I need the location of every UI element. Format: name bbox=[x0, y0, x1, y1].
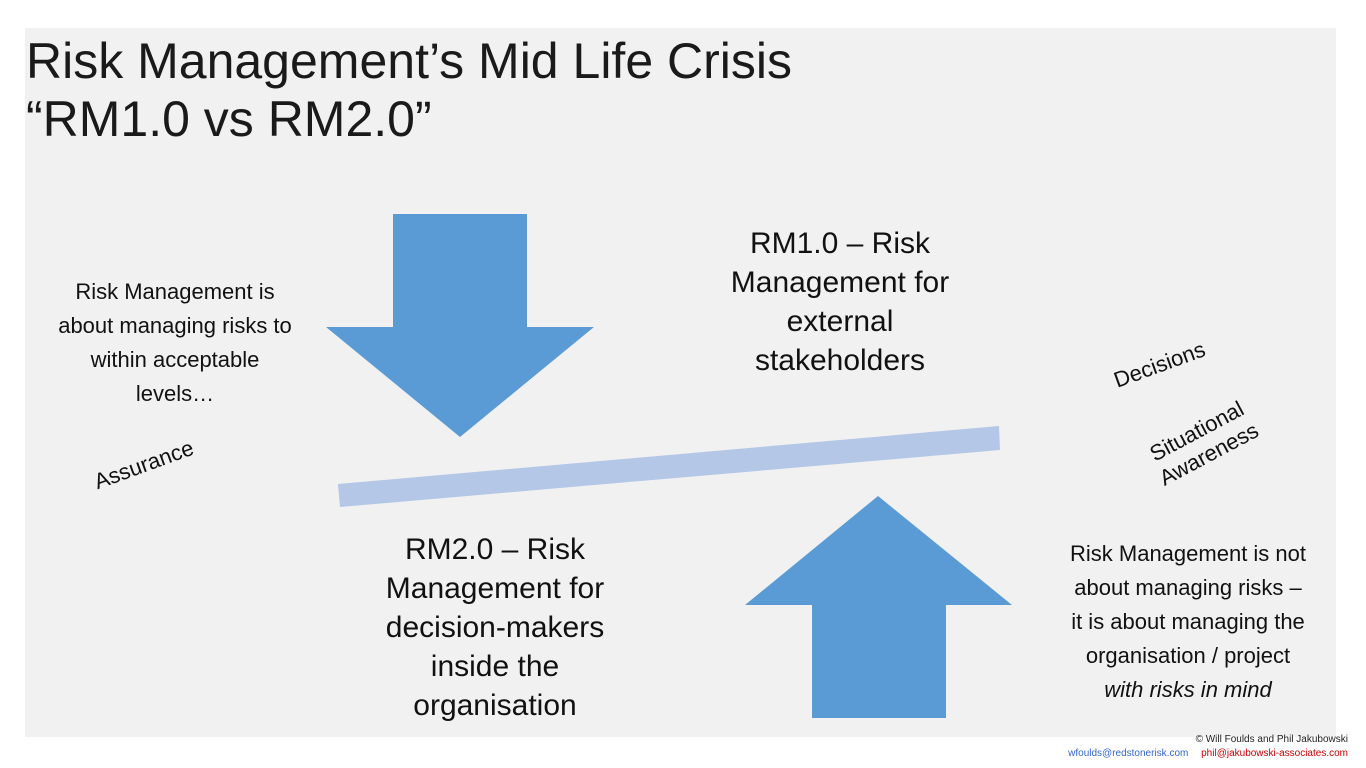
left-description: Risk Management is about managing risks … bbox=[30, 275, 320, 411]
rm2-line-3: decision-makers bbox=[385, 611, 605, 644]
title-line-1: Risk Management’s Mid Life Crisis bbox=[26, 33, 792, 89]
rm2-line-2: Management for bbox=[385, 572, 605, 605]
slide-title: Risk Management’s Mid Life Crisis “RM1.0… bbox=[26, 32, 1026, 148]
right-line-2: about managing risks – bbox=[1074, 575, 1302, 600]
left-line-4: levels… bbox=[135, 381, 215, 406]
email-link-phil[interactable]: phil@jakubowski-associates.com bbox=[1201, 748, 1348, 759]
right-line-3: it is about managing the bbox=[1071, 609, 1305, 634]
arrow-up-icon bbox=[745, 496, 1012, 718]
right-line-5: with risks in mind bbox=[1104, 677, 1272, 702]
left-line-2: about managing risks to bbox=[58, 313, 292, 338]
rm1-line-3: external bbox=[786, 305, 894, 338]
rm2-heading: RM2.0 – Risk Management for decision-mak… bbox=[355, 530, 635, 725]
rm1-line-2: Management for bbox=[730, 266, 950, 299]
slide-panel bbox=[25, 28, 1336, 737]
rm2-line-4: inside the bbox=[430, 650, 560, 683]
right-line-4: organisation / project bbox=[1085, 643, 1291, 668]
right-description: Risk Management is not about managing ri… bbox=[1040, 537, 1336, 707]
rm2-line-1: RM2.0 – Risk bbox=[404, 533, 586, 566]
email-link-wfoulds[interactable]: wfoulds@redstonerisk.com bbox=[1068, 748, 1189, 759]
left-line-3: within acceptable bbox=[90, 347, 260, 372]
footer: © Will Foulds and Phil Jakubowski wfould… bbox=[1068, 733, 1348, 760]
rm1-line-4: stakeholders bbox=[754, 344, 926, 377]
rm1-heading: RM1.0 – Risk Management for external sta… bbox=[700, 224, 980, 380]
copyright-notice: © Will Foulds and Phil Jakubowski bbox=[1195, 734, 1348, 745]
right-line-1: Risk Management is not bbox=[1070, 541, 1306, 566]
rm1-line-1: RM1.0 – Risk bbox=[749, 227, 931, 260]
left-line-1: Risk Management is bbox=[75, 279, 275, 304]
arrow-down-icon bbox=[326, 214, 594, 437]
rm2-line-5: organisation bbox=[413, 689, 577, 722]
title-line-2: “RM1.0 vs RM2.0” bbox=[26, 91, 432, 147]
balance-beam bbox=[338, 426, 1000, 507]
contact-emails: wfoulds@redstonerisk.com phil@jakubowski… bbox=[1068, 747, 1348, 760]
